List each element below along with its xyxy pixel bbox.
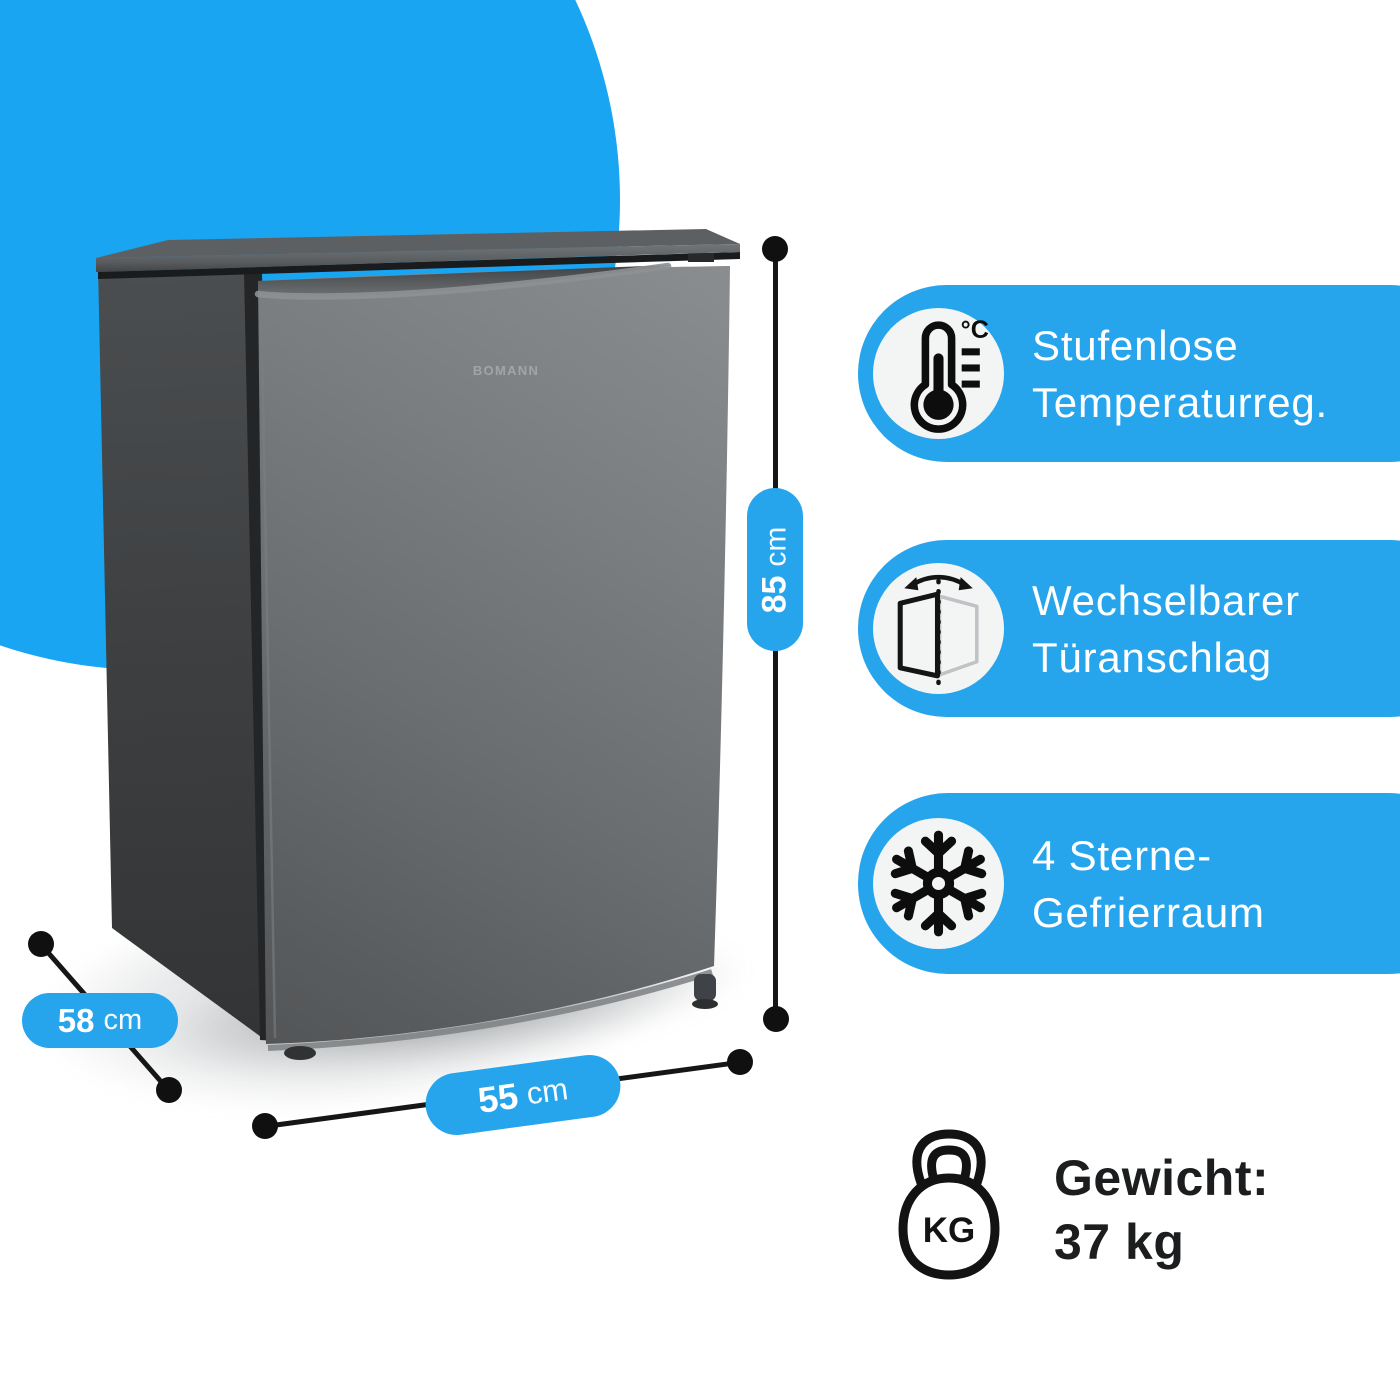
height-dot-bottom	[763, 1006, 789, 1032]
snowflake-icon	[873, 818, 1004, 949]
feature-door: Wechselbarer Türanschlag	[858, 540, 1400, 717]
depth-dot-bottom	[156, 1077, 182, 1103]
feature-temperature-line2: Temperaturreg.	[1032, 378, 1328, 426]
lid-top	[96, 229, 740, 258]
weight-value: 37 kg	[1054, 1214, 1185, 1270]
base-rail	[267, 969, 713, 1051]
height-value: 85	[755, 575, 794, 613]
door-handle-recess	[258, 265, 672, 297]
feature-freezer-line1: 4 Sterne-	[1032, 831, 1212, 879]
front-left-foot	[284, 1046, 316, 1060]
front-right-foot-shadow	[692, 999, 718, 1009]
feature-freezer: 4 Sterne- Gefrierraum	[858, 793, 1400, 974]
height-dot-top	[762, 236, 788, 262]
feature-freezer-line2: Gefrierraum	[1032, 888, 1265, 936]
feature-temperature: °C Stufenlose Temperaturreg.	[858, 285, 1400, 462]
door-handle-lip	[254, 262, 672, 300]
fridge-door	[258, 266, 730, 1044]
kg-badge: KG	[923, 1211, 976, 1250]
fridge-side-panel	[98, 266, 268, 1042]
celsius-label: °C	[961, 316, 989, 344]
depth-dot-top	[28, 931, 54, 957]
width-value: 55	[475, 1074, 521, 1121]
door-swap-icon	[873, 563, 1004, 694]
door-edge-highlight	[259, 284, 277, 1039]
depth-pill: 58 cm	[22, 993, 178, 1048]
height-unit: cm	[759, 526, 793, 567]
weight-label: Gewicht:	[1054, 1150, 1270, 1206]
feature-door-line1: Wechselbarer	[1032, 576, 1300, 624]
fridge-image: BOMANN	[96, 229, 740, 1060]
feature-temperature-text: Stufenlose Temperaturreg.	[1032, 317, 1328, 431]
width-dot-left	[252, 1113, 278, 1139]
depth-value: 58	[57, 1001, 95, 1039]
width-dot-right	[727, 1049, 753, 1075]
brand-logo: BOMANN	[473, 363, 539, 378]
feature-door-text: Wechselbarer Türanschlag	[1032, 572, 1300, 686]
width-unit: cm	[524, 1071, 571, 1112]
lid-seam	[98, 252, 740, 279]
front-right-foot	[694, 974, 716, 1001]
thermometer-icon: °C	[873, 308, 1004, 439]
weight-text: Gewicht: 37 kg	[1054, 1146, 1269, 1274]
lid-front	[96, 244, 740, 272]
feature-door-line2: Türanschlag	[1032, 633, 1272, 681]
depth-unit: cm	[103, 1004, 143, 1036]
hinge-bracket	[688, 253, 714, 262]
feature-temperature-line1: Stufenlose	[1032, 321, 1239, 369]
feature-freezer-text: 4 Sterne- Gefrierraum	[1032, 827, 1265, 941]
height-pill: 85 cm	[747, 488, 803, 651]
kettlebell-icon: KG	[898, 1129, 1000, 1280]
